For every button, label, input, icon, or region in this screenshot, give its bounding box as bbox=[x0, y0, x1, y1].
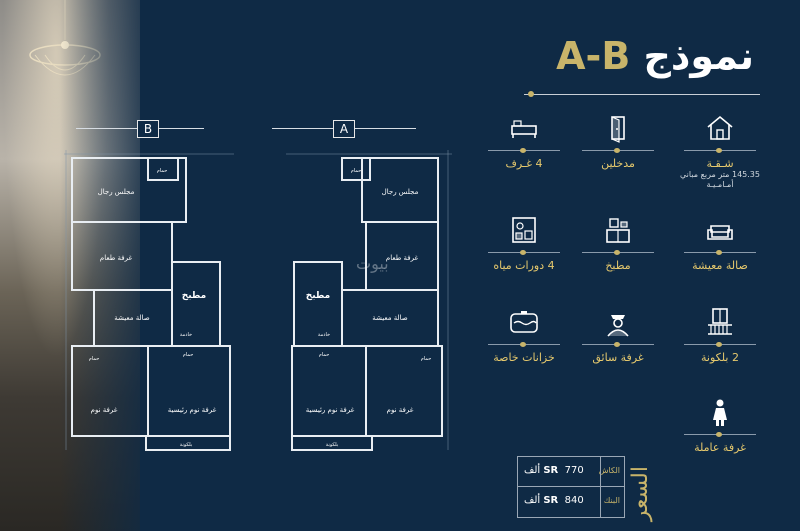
price-bank-label: البنك bbox=[603, 496, 620, 505]
plan-a-room-bath2: حمام bbox=[421, 356, 432, 362]
feature-rooms-label: 4 غـرف bbox=[505, 157, 543, 170]
feature-water-tanks-label: خزانات خاصة bbox=[493, 351, 555, 364]
price-heading: السعر bbox=[628, 466, 653, 522]
floor-plan-a: مجلس رجال غرفة طعام مطبخ صالة معيشة غرفة… bbox=[286, 150, 466, 460]
maid-icon bbox=[713, 399, 727, 426]
plan-b-room-bath2: حمام bbox=[89, 356, 100, 362]
plan-a-tag: A bbox=[333, 120, 355, 138]
house-icon bbox=[707, 115, 733, 140]
feature-divider bbox=[582, 342, 654, 347]
feature-divider bbox=[582, 250, 654, 255]
price-bank-value: 840 ألف bbox=[524, 495, 584, 506]
feature-divider bbox=[488, 342, 560, 347]
feature-divider bbox=[684, 250, 756, 255]
plan-b-room-majlis: مجلس رجال bbox=[98, 188, 135, 196]
floor-plan-b: مجلس رجال غرفة طعام مطبخ صالة معيشة غرفة… bbox=[64, 150, 244, 460]
feature-apartment-position: أمـامـيـة bbox=[706, 180, 734, 189]
plan-a-room-majlis: مجلس رجال bbox=[382, 188, 419, 196]
plan-a-room-bath3: حمام bbox=[319, 352, 330, 358]
feature-divider bbox=[684, 432, 756, 437]
plan-a-room-balcony: بلكونة bbox=[326, 442, 338, 448]
sofa-icon bbox=[707, 225, 733, 240]
feature-driver: غرفة سائق bbox=[574, 306, 662, 364]
price-cash-value: 770 ألف bbox=[524, 465, 584, 476]
feature-divider bbox=[684, 342, 756, 347]
feature-rooms: 4 غـرف bbox=[480, 112, 568, 170]
driver-icon bbox=[607, 315, 629, 337]
plan-b-tag: B bbox=[137, 120, 159, 138]
feature-divider bbox=[488, 148, 560, 153]
plan-a-room-kitchen: مطبخ bbox=[306, 291, 331, 301]
price-cash-line: SR 770 ألف bbox=[524, 465, 584, 476]
plan-a-room-master: غرفة نوم رئيسية bbox=[306, 406, 355, 414]
title-prefix: نموذج bbox=[643, 34, 754, 78]
photo-fade-overlay bbox=[60, 0, 180, 531]
door-icon bbox=[611, 116, 625, 143]
feature-driver-label: غرفة سائق bbox=[592, 351, 644, 364]
plan-a-room-bath1: حمام bbox=[351, 168, 362, 174]
bathroom-icon bbox=[512, 217, 536, 243]
price-column-divider bbox=[600, 457, 601, 517]
plan-b-room-master: غرفة نوم رئيسية bbox=[168, 406, 217, 414]
plan-a-room-living: صالة معيشة bbox=[372, 314, 407, 322]
bed-icon bbox=[511, 120, 537, 138]
watermark-logo: بيوت bbox=[356, 254, 389, 273]
feature-entrances: مدخلين bbox=[574, 112, 662, 170]
price-bank-line: SR 840 ألف bbox=[524, 495, 584, 506]
feature-apartment: شـقـة 145.35 متر مربع مباني أمـامـيـة bbox=[676, 112, 764, 190]
title-underline bbox=[524, 94, 760, 95]
feature-divider bbox=[488, 250, 560, 255]
price-cash-currency: SR bbox=[543, 465, 559, 476]
feature-kitchen-label: مطبخ bbox=[605, 259, 631, 272]
plan-b-room-balcony: بلكونة bbox=[180, 442, 192, 448]
price-separator bbox=[518, 486, 624, 487]
plan-b-room-bath3: حمام bbox=[183, 352, 194, 358]
plan-b-room-kitchen: مطبخ bbox=[182, 291, 207, 301]
plan-b-room-bedroom: غرفة نوم bbox=[91, 406, 118, 414]
feature-balcony: 2 بلكونة bbox=[676, 306, 764, 364]
feature-maid-label: غرفة عاملة bbox=[694, 441, 746, 454]
title-model: A-B bbox=[556, 34, 631, 78]
feature-bathrooms-label: 4 دورات مياه bbox=[493, 259, 555, 272]
price-box: SR 770 ألف الكاش SR 840 ألف البنك bbox=[517, 456, 625, 518]
plan-b-room-dining: غرفة طعام bbox=[100, 254, 133, 262]
feature-entrances-label: مدخلين bbox=[601, 157, 635, 170]
feature-divider bbox=[582, 148, 654, 153]
floor-plan-a-drawing: مجلس رجال غرفة طعام مطبخ صالة معيشة غرفة… bbox=[286, 150, 452, 451]
plan-a-room-dining: غرفة طعام bbox=[386, 254, 419, 262]
feature-water-tanks: خزانات خاصة bbox=[480, 306, 568, 364]
plan-b-room-maid: خادمة bbox=[180, 332, 192, 338]
feature-divider bbox=[684, 148, 756, 153]
price-bank-currency: SR bbox=[543, 495, 559, 506]
title-dot bbox=[528, 91, 534, 97]
plan-a-room-maid: خادمة bbox=[318, 332, 330, 338]
price-row-bank: SR 840 ألف البنك bbox=[518, 487, 624, 517]
feature-apartment-label: شـقـة bbox=[706, 157, 734, 170]
price-row-cash: SR 770 ألف الكاش bbox=[518, 457, 624, 487]
feature-living-label: صالة معيشة bbox=[692, 259, 748, 272]
floor-plan-b-drawing: مجلس رجال غرفة طعام مطبخ صالة معيشة غرفة… bbox=[64, 150, 234, 451]
plan-a-room-bedroom: غرفة نوم bbox=[387, 406, 414, 414]
plan-b-room-bath1: حمام bbox=[157, 168, 168, 174]
price-cash-label: الكاش bbox=[598, 466, 620, 475]
feature-living: صالة معيشة bbox=[676, 214, 764, 272]
feature-balcony-label: 2 بلكونة bbox=[701, 351, 739, 364]
feature-kitchen: مطبخ bbox=[574, 214, 662, 272]
balcony-icon bbox=[708, 308, 732, 335]
feature-bathrooms: 4 دورات مياه bbox=[480, 214, 568, 272]
feature-apartment-area: 145.35 متر مربع مباني bbox=[680, 170, 760, 179]
plan-b-room-living: صالة معيشة bbox=[114, 314, 149, 322]
page-title: نموذج A-B bbox=[556, 34, 754, 78]
kitchen-icon bbox=[606, 218, 630, 243]
water-tank-icon bbox=[510, 311, 538, 333]
feature-maid: غرفة عاملة bbox=[676, 396, 764, 454]
